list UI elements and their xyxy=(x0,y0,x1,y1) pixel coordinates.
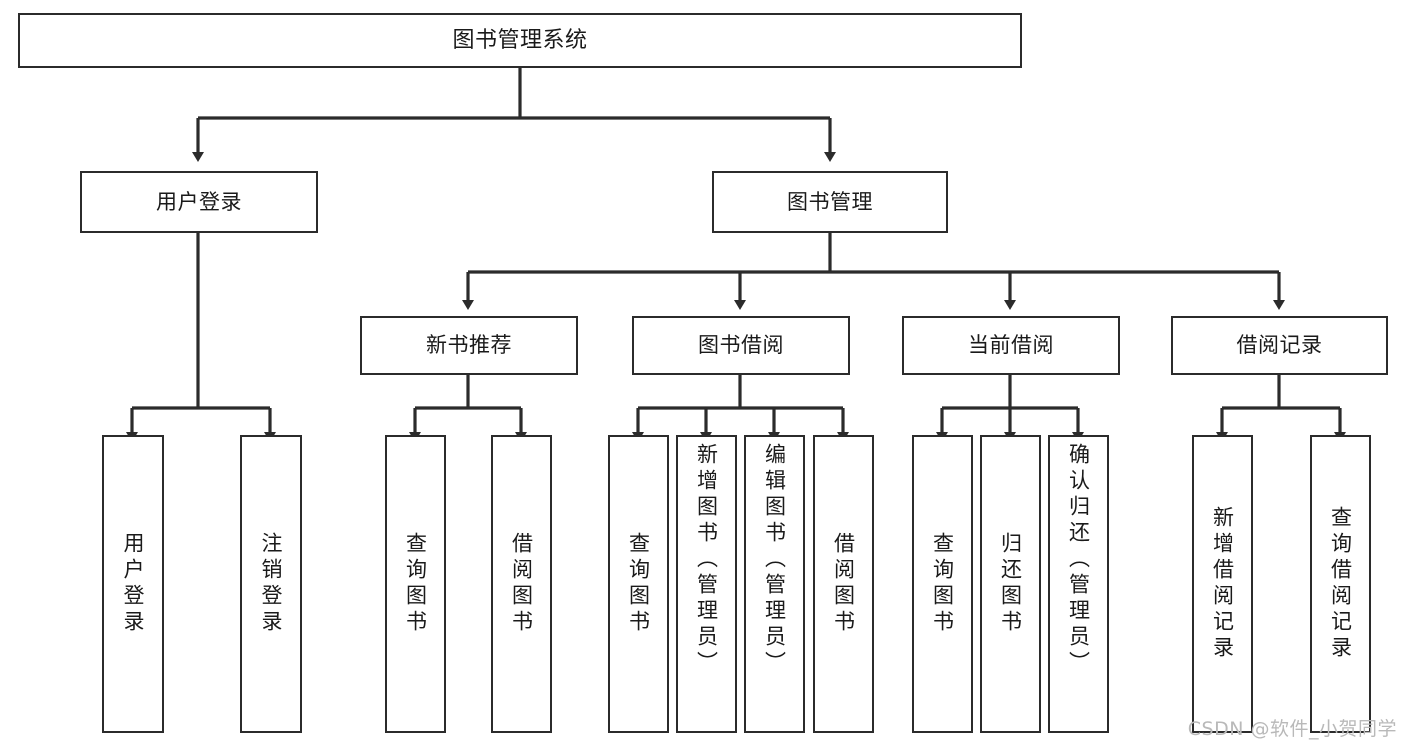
node-borrow-record[interactable]: 借阅记录 xyxy=(1171,316,1388,375)
node-leaf-user-login-label: 用户登录 xyxy=(121,532,146,636)
node-leaf-borrow-book-2-label: 借阅图书 xyxy=(831,532,856,636)
node-leaf-confirm-return[interactable]: 确认归还（管理员） xyxy=(1048,435,1109,733)
node-root-label: 图书管理系统 xyxy=(452,27,588,53)
node-leaf-add-book[interactable]: 新增图书（管理员） xyxy=(676,435,737,733)
node-leaf-add-record-label: 新增借阅记录 xyxy=(1210,506,1235,662)
node-leaf-edit-book-label: 编辑图书（管理员） xyxy=(762,443,787,677)
node-leaf-edit-book[interactable]: 编辑图书（管理员） xyxy=(744,435,805,733)
node-leaf-query-record[interactable]: 查询借阅记录 xyxy=(1310,435,1371,733)
node-leaf-logout-login-label: 注销登录 xyxy=(259,532,284,636)
node-new-book-recommend[interactable]: 新书推荐 xyxy=(360,316,578,375)
node-book-manage-label: 图书管理 xyxy=(787,189,873,214)
node-borrow-record-label: 借阅记录 xyxy=(1236,333,1323,358)
node-root[interactable]: 图书管理系统 xyxy=(18,13,1022,68)
node-leaf-return-book-label: 归还图书 xyxy=(998,532,1023,636)
node-leaf-confirm-return-label: 确认归还（管理员） xyxy=(1066,443,1091,677)
node-book-borrow[interactable]: 图书借阅 xyxy=(632,316,850,375)
node-leaf-borrow-book-1-label: 借阅图书 xyxy=(509,532,534,636)
node-leaf-user-login[interactable]: 用户登录 xyxy=(102,435,164,733)
node-leaf-borrow-book-2[interactable]: 借阅图书 xyxy=(813,435,874,733)
node-leaf-borrow-book-1[interactable]: 借阅图书 xyxy=(491,435,552,733)
node-current-borrow-label: 当前借阅 xyxy=(968,333,1054,358)
node-book-borrow-label: 图书借阅 xyxy=(698,333,784,358)
node-leaf-return-book[interactable]: 归还图书 xyxy=(980,435,1041,733)
node-user-login-label: 用户登录 xyxy=(156,189,242,214)
node-book-manage[interactable]: 图书管理 xyxy=(712,171,948,233)
node-leaf-add-record[interactable]: 新增借阅记录 xyxy=(1192,435,1253,733)
node-leaf-query-book-3-label: 查询图书 xyxy=(930,532,955,636)
node-leaf-query-record-label: 查询借阅记录 xyxy=(1328,506,1353,662)
watermark-text: CSDN @软件_小贺同学 xyxy=(1187,718,1397,740)
node-leaf-add-book-label: 新增图书（管理员） xyxy=(694,443,719,677)
node-new-book-recommend-label: 新书推荐 xyxy=(426,333,512,358)
node-leaf-query-book-2[interactable]: 查询图书 xyxy=(608,435,669,733)
node-user-login[interactable]: 用户登录 xyxy=(80,171,318,233)
node-leaf-logout-login[interactable]: 注销登录 xyxy=(240,435,302,733)
node-leaf-query-book-1[interactable]: 查询图书 xyxy=(385,435,446,733)
node-leaf-query-book-1-label: 查询图书 xyxy=(403,532,428,636)
node-leaf-query-book-2-label: 查询图书 xyxy=(626,532,651,636)
node-leaf-query-book-3[interactable]: 查询图书 xyxy=(912,435,973,733)
node-current-borrow[interactable]: 当前借阅 xyxy=(902,316,1120,375)
